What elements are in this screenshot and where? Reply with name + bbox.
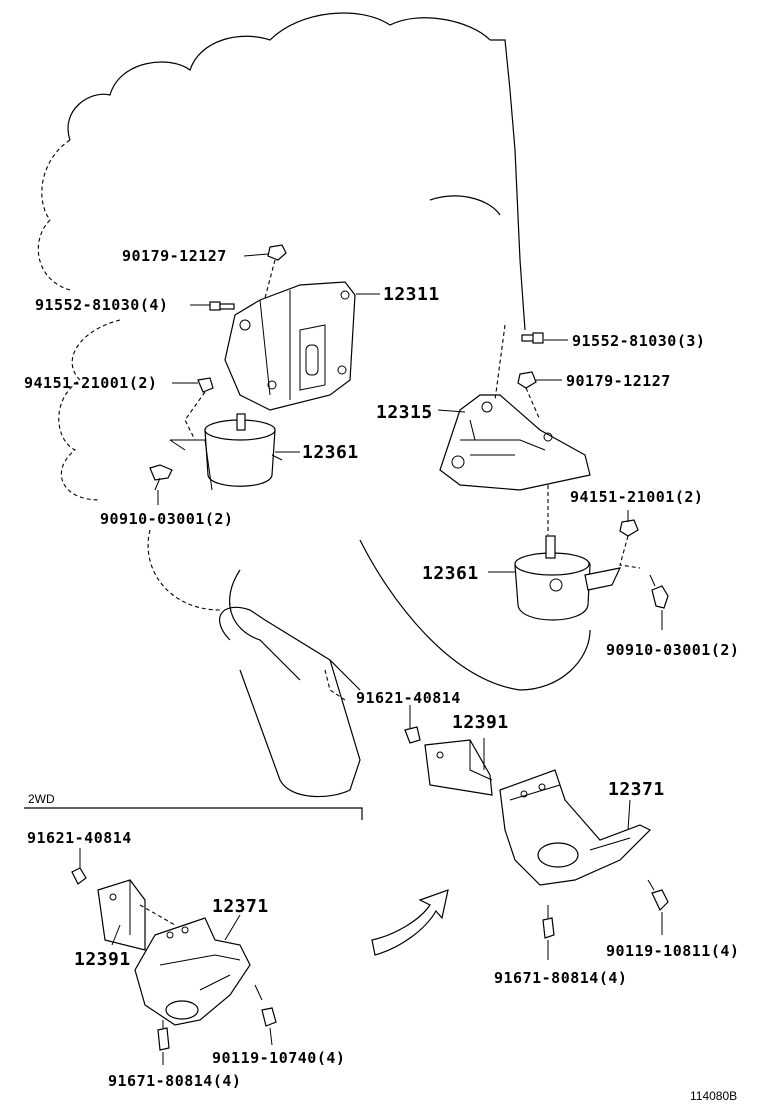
rear-mount-2wd	[71, 858, 277, 1051]
label-bolt-rear-bottom: 91671-80814(4)	[494, 969, 627, 987]
label-bolt-2wd-right: 90119-10740(4)	[212, 1049, 345, 1067]
label-plate-2wd: 12391	[74, 949, 131, 970]
label-bracket-left: 12311	[383, 284, 440, 305]
bolt-icons-left	[149, 244, 287, 491]
label-bracket-right: 12315	[376, 402, 433, 423]
label-nut-right: 94151-21001(2)	[570, 488, 703, 506]
label-bolt-right-b: 90910-03001(2)	[606, 641, 739, 659]
section-2wd-bracket	[24, 807, 363, 820]
label-nut-left: 94151-21001(2)	[24, 374, 157, 392]
label-bolt-left-b: 90910-03001(2)	[100, 510, 233, 528]
label-bolt-2wd-top: 91621-40814	[27, 829, 132, 847]
leader-lines	[79, 253, 663, 1065]
engine-mount-bracket-right	[439, 394, 591, 491]
label-rear-mount-2wd: 12371	[212, 896, 269, 917]
label-bolt-2wd-bottom: 91671-80814(4)	[108, 1072, 241, 1090]
curved-arrow-icon	[371, 889, 449, 956]
engine-mount-insulator-right	[514, 535, 622, 621]
part-labels: 90179-12127 91552-81030(4) 12311 94151-2…	[24, 247, 739, 1103]
label-bolt-top-center: 90179-12127	[122, 247, 227, 265]
label-bolt-rear-right: 90119-10811(4)	[606, 942, 739, 960]
figure-id: 114080B	[690, 1089, 737, 1103]
label-plate-center: 12391	[452, 712, 509, 733]
rear-mount-right	[404, 715, 669, 939]
engine-mount-insulator-left	[169, 413, 283, 491]
label-insulator-left: 12361	[302, 442, 359, 463]
engine-outline	[37, 12, 591, 798]
label-rear-mount-right: 12371	[608, 779, 665, 800]
label-bolt-right-a: 91552-81030(3)	[572, 332, 705, 350]
label-insulator-right: 12361	[422, 563, 479, 584]
bolt-icons-right	[494, 324, 669, 609]
label-bolt-left-a: 91552-81030(4)	[35, 296, 168, 314]
label-bolt-center: 91621-40814	[356, 689, 461, 707]
engine-mount-bracket-left	[224, 281, 356, 411]
label-nut-right-top: 90179-12127	[566, 372, 671, 390]
label-section-2wd: 2WD	[28, 792, 55, 806]
